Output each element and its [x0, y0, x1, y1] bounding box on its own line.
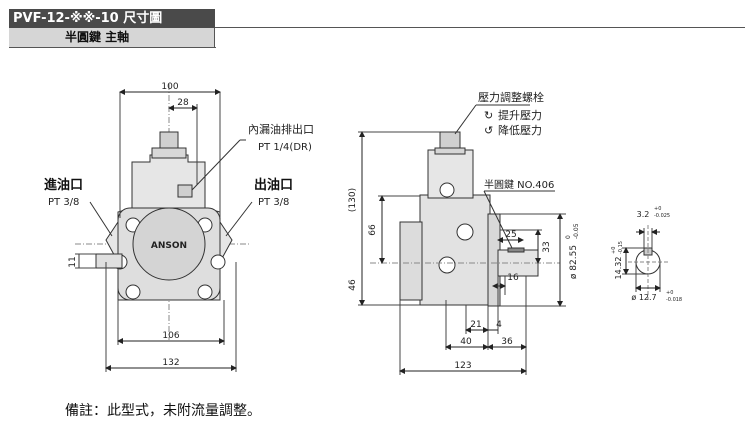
- adjust-nut-front: [151, 147, 187, 159]
- dim-pilot-text: ø 82.55: [569, 245, 579, 279]
- front-cover: [132, 207, 206, 281]
- adjust-screw-label: 壓力調整螺栓: [478, 90, 544, 104]
- outlet-port-circle: [210, 254, 226, 270]
- dim-pilot-tol-top: 0: [565, 235, 572, 239]
- lower-pressure-arrow-icon: ↺: [484, 124, 493, 137]
- brand-logo: ANSON: [151, 241, 187, 251]
- adjust-screw-leader: [454, 104, 477, 135]
- inlet-label: 進油口: [44, 177, 83, 193]
- dim-shaft-dia-text: ø 12.7: [631, 293, 656, 302]
- dim-11-text: 11: [68, 256, 78, 267]
- header-rule-lower: [9, 47, 216, 48]
- side-port-mid: [456, 223, 474, 241]
- inlet-pipe: [95, 253, 123, 269]
- dim-16-text: 16: [507, 273, 519, 283]
- drawing-title: PVF-12-※※-10 尺寸圖: [9, 9, 215, 28]
- dim-key-height-tol-bottom: -0.15: [618, 241, 624, 254]
- drain-port-label: 內漏油排出口: [248, 122, 314, 136]
- dim-130-text: (130): [348, 188, 358, 212]
- raise-pressure-label: 提升壓力: [498, 109, 542, 122]
- shaft-detail: 3.2 +0 -0.025 14.32 +0 -0.15 ø 12.7 +0 -…: [611, 206, 682, 303]
- dim-21-text: 21: [470, 320, 481, 330]
- shaft-key: [507, 247, 525, 253]
- inlet-spec: PT 3/8: [48, 197, 79, 208]
- bolt-hole-bl: [125, 284, 141, 300]
- outlet-spec: PT 3/8: [258, 197, 289, 208]
- dim-4-text: 4: [496, 320, 502, 330]
- dim-100-text: 100: [161, 82, 178, 92]
- dim-33-text: 33: [542, 241, 552, 252]
- dim-123-text: 123: [454, 361, 471, 371]
- rear-cover-side: [399, 221, 423, 301]
- dim-25-text: 25: [505, 230, 516, 240]
- bolt-hole-br: [197, 284, 213, 300]
- dim-46-text: 46: [348, 279, 358, 291]
- drain-port: [177, 184, 193, 198]
- footer-note: 備註：此型式，未附流量調整。: [65, 403, 261, 419]
- front-view: ANSON 100 28 內漏油排出口 PT 1/4(DR) 進油口 PT 3/…: [44, 82, 314, 372]
- inlet-leader: [89, 201, 113, 237]
- key-label: 半圓鍵 NO.406: [484, 178, 554, 191]
- side-port-top: [439, 182, 455, 198]
- dim-28-text: 28: [177, 98, 189, 108]
- dim-132-text: 132: [162, 358, 179, 368]
- dim-key-width-tol-top: +0: [654, 206, 661, 212]
- dim-key-height-text: 14.32: [614, 257, 623, 280]
- drain-port-spec: PT 1/4(DR): [258, 142, 312, 153]
- dim-66-text: 66: [368, 224, 378, 236]
- dim-shaft-dia-tol-top: +0: [666, 290, 673, 296]
- dim-key-width-tol-bottom: -0.025: [654, 213, 670, 219]
- dim-key-width-text: 3.2: [637, 210, 650, 219]
- dim-shaft-dia-tol-bottom: -0.018: [666, 297, 682, 303]
- raise-pressure-arrow-icon: ↻: [484, 109, 493, 122]
- dim-pilot-tol-bottom: -0.05: [573, 223, 580, 239]
- outlet-label: 出油口: [254, 177, 293, 193]
- adjust-nut-side: [434, 147, 466, 155]
- outlet-leader: [225, 201, 253, 237]
- lower-pressure-label: 降低壓力: [498, 123, 542, 137]
- dim-key-height-tol-top: +0: [611, 247, 617, 254]
- pump-body-side: [419, 194, 491, 306]
- dim-36-text: 36: [501, 337, 513, 347]
- dim-pilot-label: ø 82.55 0 -0.05: [565, 223, 580, 279]
- dim-40-text: 40: [460, 337, 472, 347]
- drain-leader: [191, 139, 241, 191]
- side-port-low: [438, 256, 456, 274]
- side-view: 壓力調整螺栓 ↻ 提升壓力 ↺ 降低壓力 半圓鍵 NO.406 (130) 66…: [348, 90, 580, 375]
- header-rule: [215, 27, 745, 28]
- drawing-subtitle: 半圓鍵 主軸: [9, 28, 215, 47]
- dim-106-text: 106: [162, 331, 179, 341]
- dim-key-height-label: 14.32 +0 -0.15: [611, 241, 624, 279]
